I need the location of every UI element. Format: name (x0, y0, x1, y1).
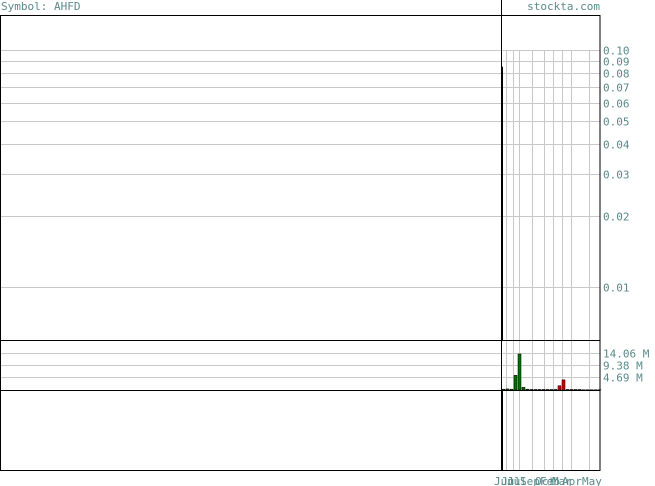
volume-bar (529, 389, 534, 391)
volume-bar (541, 389, 546, 391)
volume-bar (509, 388, 514, 391)
price-tick-label: 0.03 (603, 169, 630, 182)
volume-bar (513, 375, 518, 391)
price-tick-label: 0.01 (603, 282, 630, 295)
volume-tick-label: 14.06 M (603, 348, 650, 361)
volume-bar (577, 389, 582, 391)
volume-bar (553, 389, 558, 391)
volume-bar (565, 389, 570, 391)
volume-bar (549, 389, 554, 391)
site-name[interactable]: stockta.com (527, 0, 600, 13)
price-tick-label: 0.02 (603, 211, 630, 224)
volume-bar (501, 388, 506, 391)
grid-lines (1, 50, 600, 470)
chart-border (0, 15, 601, 471)
volume-bar (557, 385, 562, 391)
volume-bar (525, 388, 530, 391)
month-tick-label: Feb (540, 475, 560, 486)
volume-bar (521, 387, 526, 391)
month-tick-label: May (582, 475, 602, 486)
axis-labels: 0.100.090.080.07 0.06 0.05 0.04 0.03 0.02 0.01… (494, 45, 650, 486)
month-tick-label: Oct (535, 475, 555, 486)
volume-bar (537, 389, 542, 391)
month-tick-label: Jul (507, 475, 527, 486)
volume-bar (533, 389, 538, 391)
volume-bar (545, 389, 550, 391)
month-tick-label: Sep (520, 475, 540, 486)
month-tick-label: Jun (494, 475, 514, 486)
month-tick-label: Apr (562, 475, 582, 486)
price-tick-label: 0.08 (603, 68, 630, 81)
volume-bar (505, 388, 510, 391)
volume-bar (573, 389, 578, 391)
price-tick-label: 0.04 (603, 139, 630, 152)
price-tick-label: 0.06 (603, 98, 630, 111)
chart-frame (0, 0, 601, 471)
volume-tick-label: 4.69 M (603, 372, 643, 385)
volume-bar (517, 353, 522, 391)
price-tick-label: 0.07 (603, 82, 630, 95)
month-tick-label: Jul (501, 475, 521, 486)
volume-tick-label: 9.38 M (603, 360, 643, 373)
volume-bar (569, 389, 574, 391)
price-tick-label: 0.10 (603, 45, 630, 58)
price-tick-label: 0.05 (603, 116, 630, 129)
volume-bar (561, 379, 566, 391)
month-tick-label: Mar (552, 475, 572, 486)
price-tick-label: 0.09 (603, 56, 630, 69)
chart-marks (501, 66, 602, 470)
symbol-label: Symbol: AHFD (1, 0, 81, 13)
